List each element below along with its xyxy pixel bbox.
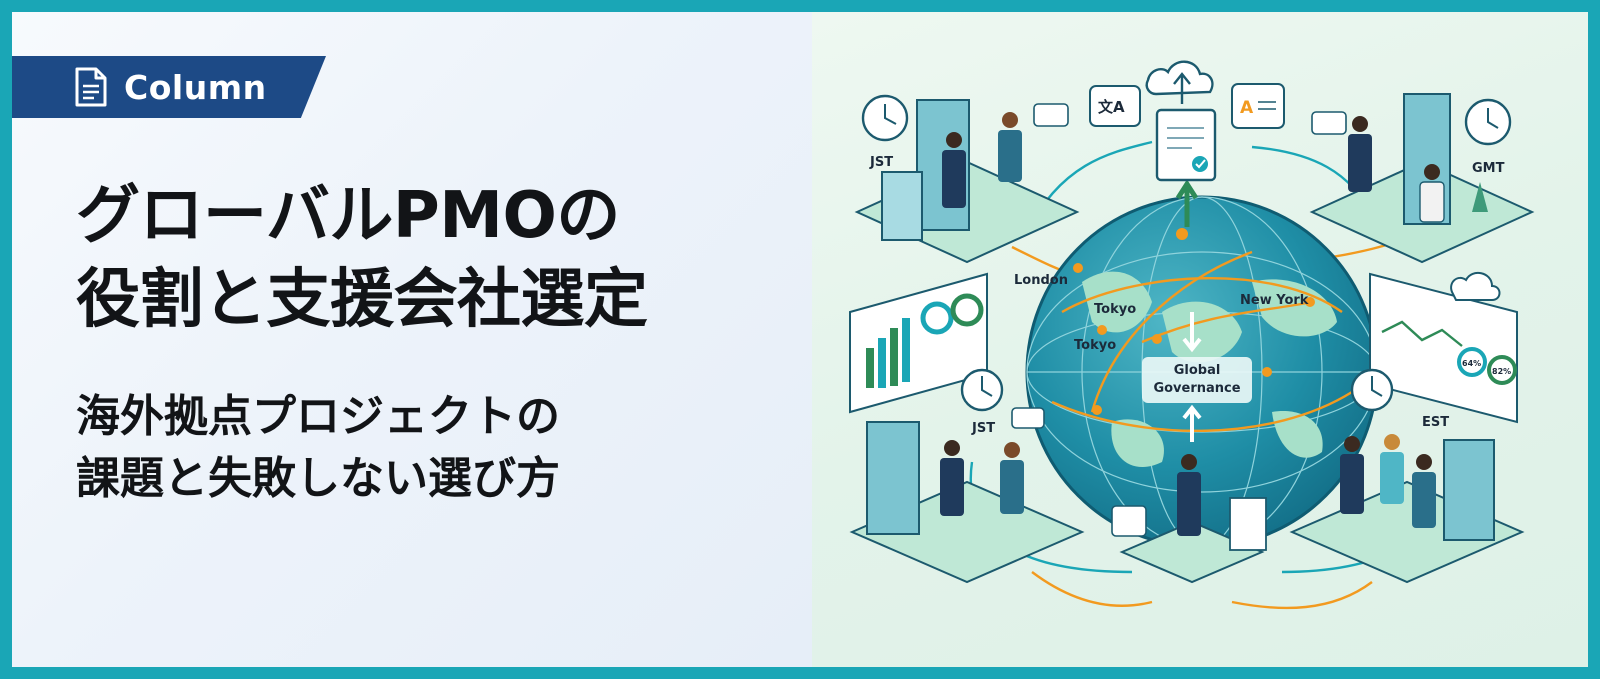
subtitle-line-2: 課題と失敗しない選び方 — [76, 453, 560, 504]
city-label-london: London — [1014, 273, 1068, 288]
platform-bottom-center — [1111, 454, 1267, 584]
page-subtitle: 海外拠点プロジェクトの 課題と失敗しない選び方 — [76, 386, 796, 510]
translate-glyph: 文A — [1098, 98, 1125, 116]
timezone-top-left: JST — [869, 155, 893, 170]
city-label-tokyo-upper: Tokyo — [1094, 302, 1136, 317]
timezone-bottom-left: JST — [971, 421, 995, 436]
center-label-line1: Global — [1174, 363, 1221, 378]
dashboard-right: 64% 82% — [1369, 271, 1518, 424]
city-label-new-york: New York — [1240, 293, 1309, 308]
page-title: グローバルPMOの 役割と支援会社選定 — [76, 174, 796, 342]
timezone-bottom-right: EST — [1422, 415, 1449, 430]
center-label-line2: Governance — [1153, 381, 1240, 396]
platform-bottom-right: EST — [1289, 368, 1525, 584]
progress-right-label: 82% — [1492, 367, 1511, 376]
globe: Global Governance — [1025, 179, 1379, 549]
subtitle-line-1: 海外拠点プロジェクトの — [76, 391, 560, 442]
category-badge: Column — [12, 56, 326, 118]
cloud-icon — [1145, 60, 1214, 104]
translate-bubble-icon: 文A — [1089, 85, 1141, 127]
document-icon — [74, 67, 108, 107]
letter-bubble-icon: A — [1231, 83, 1285, 129]
platform-bottom-left: JST — [849, 368, 1085, 584]
badge-label: Column — [124, 67, 267, 107]
letter-glyph: A — [1240, 98, 1254, 118]
global-pmo-illustration: Global Governance London Tokyo Tokyo New… — [849, 60, 1535, 610]
title-line-1: グローバルPMOの — [76, 179, 620, 253]
illustration-panel: Global Governance London Tokyo Tokyo New… — [812, 12, 1588, 667]
progress-left-label: 64% — [1462, 359, 1481, 368]
city-label-tokyo-lower: Tokyo — [1074, 338, 1116, 353]
dashboard-left — [849, 272, 988, 414]
title-line-2: 役割と支援会社選定 — [76, 263, 648, 337]
timezone-top-right: GMT — [1472, 161, 1505, 176]
document-check-icon — [1155, 108, 1217, 182]
platform-top-left: JST — [854, 94, 1080, 264]
text-panel: Column グローバルPMOの 役割と支援会社選定 海外拠点プロジェクトの 課… — [12, 12, 812, 667]
platform-top-right: GMT — [1309, 93, 1535, 264]
banner-canvas: Column グローバルPMOの 役割と支援会社選定 海外拠点プロジェクトの 課… — [12, 12, 1588, 667]
